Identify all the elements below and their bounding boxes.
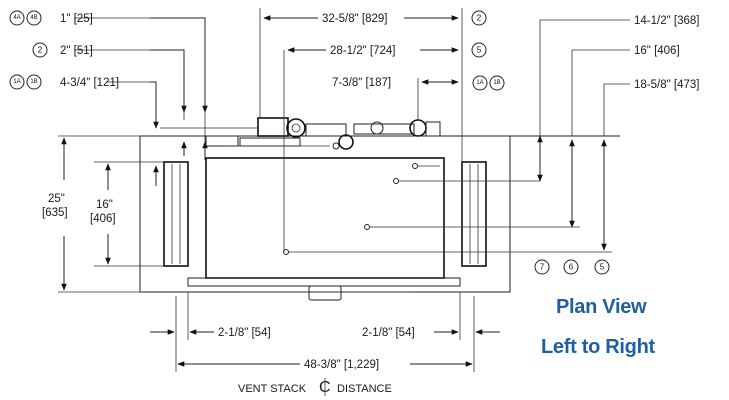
left-height-dimensions (58, 135, 164, 293)
dim-right-clearance: 2-1/8" [54] (362, 327, 415, 339)
left-leaders (150, 17, 258, 160)
tag-5-bottom: 5 (594, 259, 610, 275)
svg-text:5: 5 (600, 263, 605, 272)
dim-16-right: 16" [406] (634, 45, 680, 57)
tag-1b-left: 1B (26, 74, 42, 90)
connection-points (283, 163, 612, 255)
bottom-dimensions (150, 292, 500, 372)
dim-7-3-8: 7-3/8" [187] (332, 77, 391, 89)
tag-2-right: 2 (471, 10, 487, 26)
vent-stack-label: VENT STACK (238, 383, 307, 395)
tag-1b-right: 1B (489, 75, 505, 91)
right-dimensions (537, 19, 630, 251)
outer-enclosure (139, 135, 511, 293)
svg-text:1B: 1B (30, 79, 37, 85)
distance-label: DISTANCE (337, 383, 392, 395)
svg-text:2: 2 (38, 46, 43, 55)
svg-text:4B: 4B (30, 15, 37, 21)
drain-handle (308, 285, 342, 301)
svg-text:1B: 1B (493, 80, 500, 86)
svg-text:6: 6 (569, 263, 574, 272)
firebox-body (205, 157, 445, 279)
svg-text:1A: 1A (476, 80, 483, 86)
dim-32-5-8: 32-5/8" [829] (322, 13, 387, 25)
dim-4-3-4: 4-3/4" [121] (60, 77, 119, 89)
tag-6: 6 (563, 259, 579, 275)
dim-2in: 2" [51] (60, 45, 93, 57)
tag-1a-right: 1A (472, 75, 488, 91)
dim-18-5-8: 18-5/8" [473] (634, 79, 699, 91)
view-title-line-1: Plan View (556, 296, 647, 318)
dim-16-metric: [406] (90, 213, 116, 225)
tag-4a: 4A (9, 10, 25, 26)
svg-text:7: 7 (540, 263, 545, 272)
dim-25-label: 25" (48, 193, 65, 205)
dim-1in: 1" [25] (60, 13, 93, 25)
tag-7: 7 (534, 259, 550, 275)
top-dimensions (74, 15, 459, 85)
dim-14-1-2: 14-1/2" [368] (634, 15, 699, 27)
svg-text:2: 2 (477, 14, 482, 23)
dim-25-metric: [635] (42, 207, 68, 219)
gas-valve-piping (205, 117, 441, 150)
dim-overall-width: 48-3/8" [1,229] (304, 359, 379, 371)
tag-1a-left: 1A (9, 74, 25, 90)
svg-text:4A: 4A (13, 15, 20, 21)
tag-5-right: 5 (471, 42, 487, 58)
unit-outline (139, 135, 620, 301)
tag-2-left: 2 (32, 42, 48, 58)
right-side-vent (461, 161, 487, 267)
view-title-line-2: Left to Right (541, 336, 655, 358)
tag-4b: 4B (26, 10, 42, 26)
left-side-vent (163, 161, 189, 267)
svg-text:5: 5 (477, 46, 482, 55)
dim-28-1-2: 28-1/2" [724] (330, 45, 395, 57)
firebox-base (187, 277, 461, 287)
dim-left-clearance: 2-1/8" [54] (218, 327, 271, 339)
dim-16-label: 16" (96, 199, 113, 211)
centerline-symbol: C (319, 378, 331, 396)
svg-text:1A: 1A (13, 79, 20, 85)
